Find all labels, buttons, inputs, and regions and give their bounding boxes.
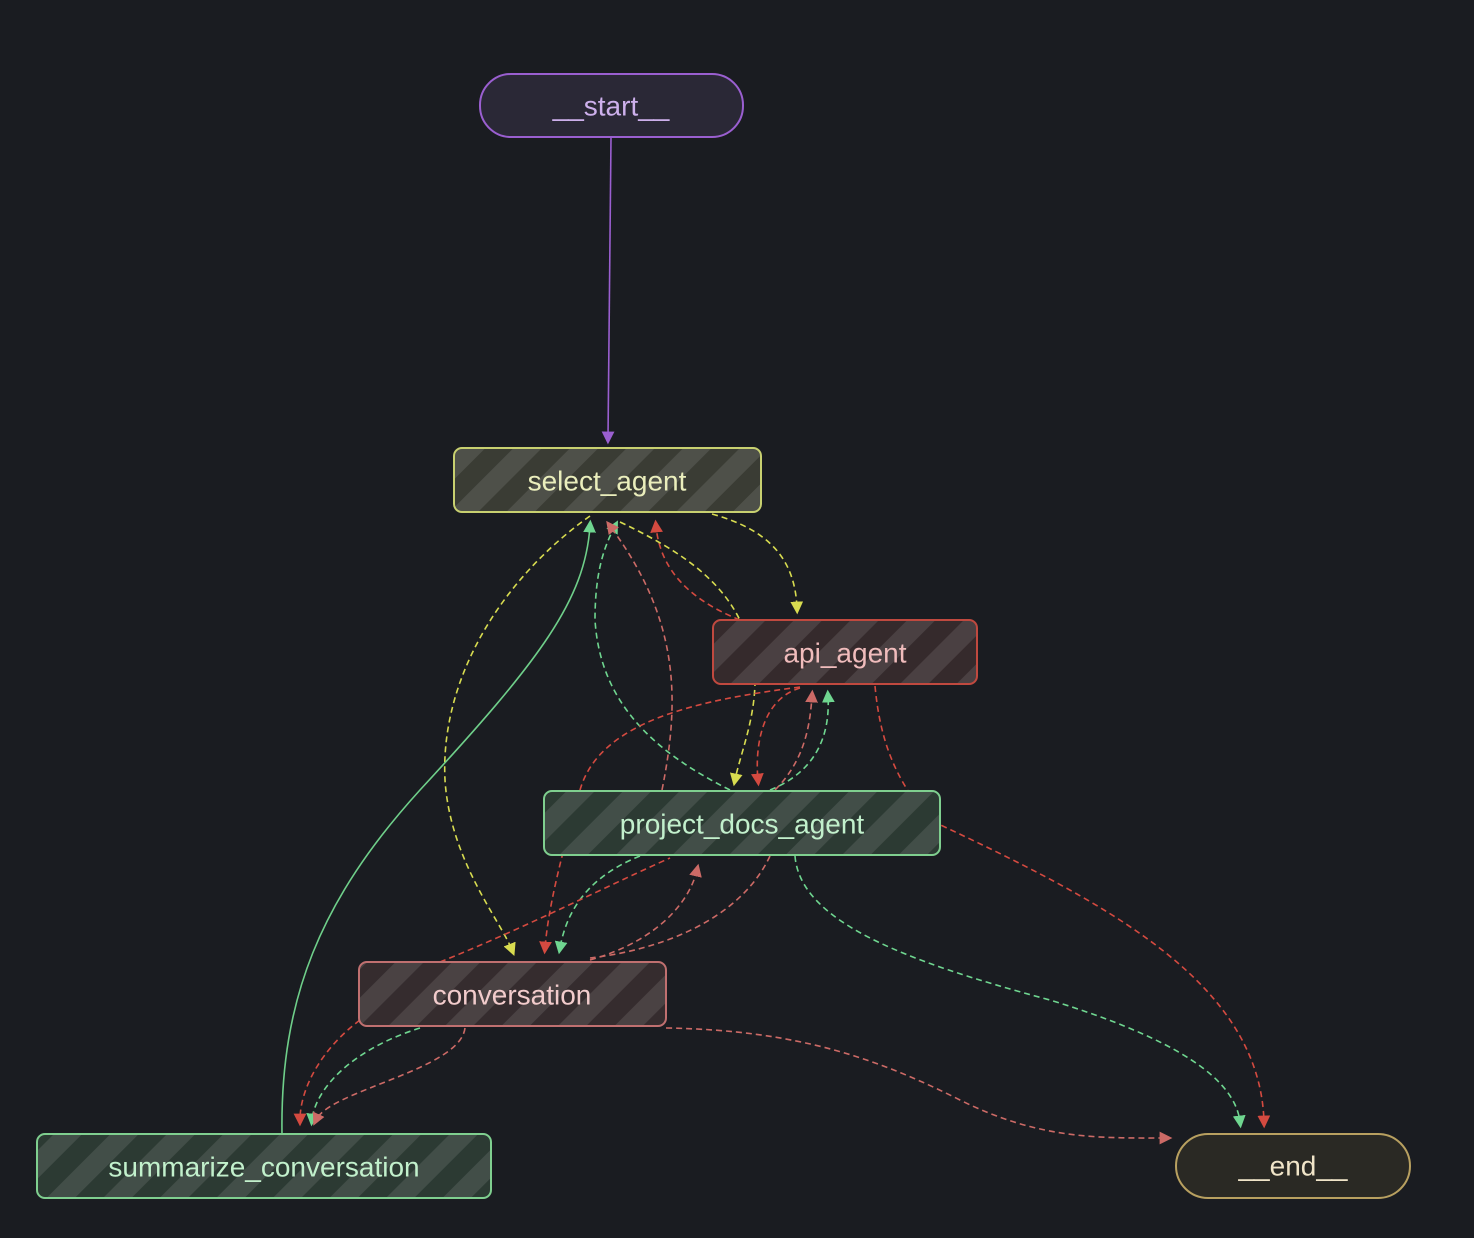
node-label: api_agent — [783, 638, 906, 669]
node-conversation[interactable]: conversation — [358, 961, 667, 1027]
edge-project_docs_agent-api_agent-green — [769, 689, 835, 791]
node-label: summarize_conversation — [108, 1152, 419, 1183]
edge-api_agent-end — [874, 685, 1271, 1129]
edge-project_docs_agent-conversation — [554, 855, 641, 955]
node-api-agent[interactable]: api_agent — [712, 619, 978, 685]
edge-conversation-summarize-salmon — [312, 1027, 466, 1126]
edge-project_docs_agent-conversation-2 — [589, 855, 771, 959]
edge-project_docs_agent-select_agent — [594, 520, 731, 791]
edge-project_docs_agent-end — [794, 855, 1246, 1129]
edge-conversation-select_agent — [606, 520, 673, 791]
edge-conversation-end — [665, 1027, 1173, 1145]
node-end[interactable]: __end__ — [1175, 1133, 1411, 1199]
edge-conversation-project_docs_agent — [589, 863, 702, 961]
edge-select_agent-api_agent — [711, 513, 804, 615]
edge-api_agent-project_docs_agent — [750, 687, 801, 787]
edge-conversation-summarize-red — [293, 1019, 361, 1127]
node-label: __start__ — [552, 91, 670, 122]
edge-project_docs_agent-api_agent — [774, 689, 818, 791]
node-label: conversation — [433, 980, 592, 1011]
node-label: __end__ — [1237, 1151, 1347, 1182]
node-start[interactable]: __start__ — [479, 73, 744, 138]
node-project-docs-agent[interactable]: project_docs_agent — [543, 790, 941, 856]
edge-api_agent-select_agent — [650, 519, 741, 621]
node-summarize-conversation[interactable]: summarize_conversation — [36, 1133, 492, 1199]
node-label: select_agent — [528, 466, 687, 497]
edge-summarize_conversation-select_agent — [281, 519, 596, 1135]
edge-api_agent-conversation — [539, 686, 801, 955]
edge-start-select_agent — [601, 137, 615, 445]
edge-select_agent-conversation — [443, 515, 591, 956]
node-label: project_docs_agent — [620, 809, 865, 840]
edge-conversation-summarize-green — [306, 1027, 421, 1127]
node-select-agent[interactable]: select_agent — [453, 447, 762, 513]
edges — [281, 137, 1271, 1145]
edge-select_agent-project_docs_agent — [619, 521, 756, 787]
edge-conversation-api_agent — [439, 857, 671, 963]
